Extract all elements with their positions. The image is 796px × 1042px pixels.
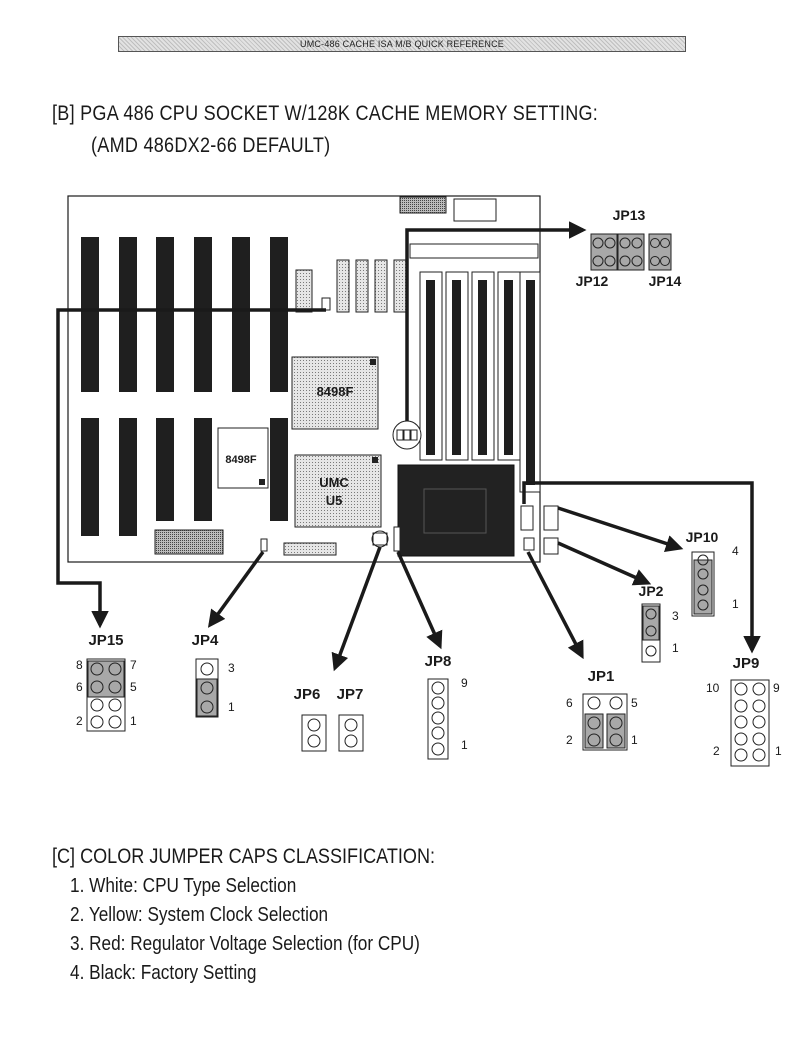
jp6-jumper — [301, 714, 327, 752]
jp14-jumper — [648, 233, 672, 271]
jp15-pin1: 1 — [130, 714, 137, 728]
jp6-label: JP6 — [294, 686, 321, 703]
isa-slots — [419, 271, 541, 493]
jp8-label: JP8 — [425, 653, 452, 670]
jp1-pin6: 6 — [566, 696, 573, 710]
jp15-pin5: 5 — [130, 680, 137, 694]
chipset-8498f-main — [291, 356, 379, 430]
arrow-jp15 — [56, 308, 326, 629]
cpu-socket — [397, 464, 515, 557]
jp12-jumper — [590, 233, 618, 271]
jp1-pin5: 5 — [631, 696, 638, 710]
jp8-jumper — [427, 678, 449, 760]
chipset-8498f-secondary — [217, 427, 269, 489]
jp15-pin8: 8 — [76, 658, 83, 672]
jp9-label: JP9 — [733, 655, 760, 672]
jp2-pin-top: 3 — [672, 609, 679, 623]
jp7-label: JP7 — [337, 686, 364, 703]
arrow-jp9 — [522, 481, 761, 654]
chip2-label: 8498F — [225, 454, 256, 466]
chip3-label-line1: UMC — [319, 475, 349, 490]
power-connector — [453, 198, 497, 222]
jp4-jumper — [195, 658, 219, 718]
jp9-pin2: 2 — [713, 744, 720, 758]
jp8-pin-top: 9 — [461, 676, 468, 690]
jp2-jumper — [641, 603, 661, 663]
jp4-pin-top: 3 — [228, 661, 235, 675]
connector-bottom-mid — [283, 542, 337, 556]
jp4-pin-bottom: 1 — [228, 700, 235, 714]
jp12-label: JP12 — [576, 273, 609, 289]
jp13-jumper — [617, 233, 645, 271]
jp10-jumper — [691, 551, 715, 617]
jp8-pin-bottom: 1 — [461, 738, 468, 752]
connector-bottom-left — [154, 529, 224, 555]
list-item: 2. Yellow: System Clock Selection — [70, 904, 329, 926]
color-caps-list: [C] COLOR JUMPER CAPS CLASSIFICATION: 1.… — [52, 845, 497, 985]
jp2-label: JP2 — [639, 583, 664, 599]
section-b-subtitle: (AMD 486DX2-66 DEFAULT) — [91, 134, 331, 157]
arrow-jp2 — [557, 541, 652, 586]
jp4-board-marker — [260, 538, 268, 552]
jp15-pin6: 6 — [76, 680, 83, 694]
jp4-label: JP4 — [192, 632, 219, 649]
section-b-title: [B] PGA 486 CPU SOCKET W/128K CACHE MEMO… — [52, 102, 599, 125]
list-item: 3. Red: Regulator Voltage Selection (for… — [70, 933, 420, 955]
jp1-board-marker — [520, 505, 534, 531]
cache-chips — [336, 259, 407, 313]
arrow-jp1 — [526, 551, 584, 660]
chip3-label-line2: U5 — [326, 493, 343, 508]
jp15-pin2: 2 — [76, 714, 83, 728]
jp15-pin7: 7 — [130, 658, 137, 672]
jp1-jumper — [582, 693, 628, 751]
memory-sockets-bottom — [81, 418, 288, 536]
arrow-jp13 — [405, 221, 587, 421]
jp7-jumper — [338, 714, 364, 752]
jp1-pin2: 2 — [566, 733, 573, 747]
list-item: 4. Black: Factory Setting — [70, 962, 257, 984]
jp1-pin1: 1 — [631, 733, 638, 747]
umc-u5-chip — [294, 454, 382, 528]
keyboard-connector — [399, 196, 447, 214]
isa-slot-horizontal — [409, 243, 539, 259]
arrow-jp6-jp7 — [331, 546, 382, 672]
jp15-label: JP15 — [88, 632, 123, 649]
jp10-label: JP10 — [686, 529, 719, 545]
jp1-label: JP1 — [588, 668, 615, 685]
jp9-pin9: 9 — [773, 681, 780, 695]
arrow-jp10 — [557, 506, 684, 552]
jp9-pin10: 10 — [706, 681, 720, 695]
chip1-label: 8498F — [317, 384, 354, 399]
jp14-label: JP14 — [649, 273, 682, 289]
jp9-pin1: 1 — [775, 744, 782, 758]
jp13-label: JP13 — [613, 207, 646, 223]
header-banner: UMC-486 CACHE ISA M/B QUICK REFERENCE — [118, 36, 686, 52]
memory-sockets-top — [81, 237, 288, 392]
jp9-jumper — [730, 679, 770, 767]
jumper-small — [321, 297, 331, 311]
jp10-pin-bottom: 1 — [732, 597, 739, 611]
arrow-jp4 — [207, 550, 265, 628]
arrow-jp8 — [396, 551, 443, 650]
jp6-jp7-board-marker — [372, 532, 388, 546]
jp2-pin-bottom: 1 — [672, 641, 679, 655]
section-c-title: [C] COLOR JUMPER CAPS CLASSIFICATION: — [52, 845, 436, 868]
jp8-board-marker — [393, 526, 401, 552]
jp15-jumper — [86, 658, 126, 732]
list-item: 1. White: CPU Type Selection — [70, 875, 297, 897]
jp10-pin-top: 4 — [732, 544, 739, 558]
bios-chip — [295, 269, 313, 313]
